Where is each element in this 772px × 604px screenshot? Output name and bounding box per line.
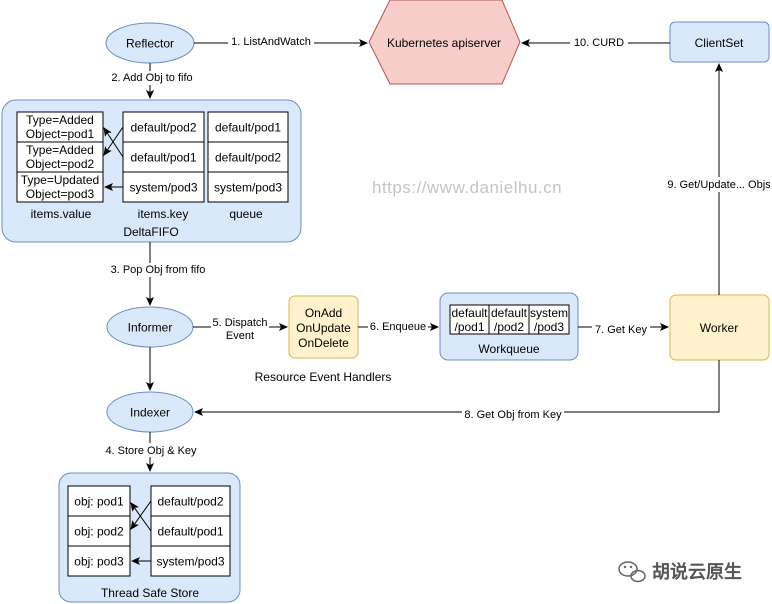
- edge-label-2: 2. Add Obj to fifo: [111, 72, 192, 84]
- store-label: Thread Safe Store: [101, 586, 199, 600]
- store-pointer-arrow: [130, 502, 152, 532]
- informer-label: Informer: [128, 321, 173, 335]
- edge-label-bg: [665, 177, 772, 192]
- store-obj-text: obj: pod1: [74, 495, 124, 509]
- worker-label: Worker: [700, 321, 738, 335]
- apiserver-label: Kubernetes apiserver: [387, 36, 501, 50]
- store-obj-text: obj: pod2: [74, 525, 124, 539]
- edge-label-5-line1: 5. Dispatch: [212, 317, 267, 329]
- reflector-label: Reflector: [126, 37, 174, 51]
- delta-queue-text: default/pod1: [215, 121, 281, 135]
- store-key-cell: [150, 515, 231, 547]
- store-key-text: system/pod3: [156, 555, 224, 569]
- edge-label-10: 10. CURD: [574, 37, 624, 49]
- store-obj-cell: [67, 515, 131, 547]
- delta-queue-text: system/pod3: [214, 181, 282, 195]
- key-pointer-arrow: [103, 126, 124, 156]
- apiserver-node: [368, 0, 521, 85]
- edge-label-bg: [228, 34, 314, 49]
- deltafifo-values-column: Type=Added Object=pod1 Type=Added Object…: [16, 111, 104, 203]
- workqueue-cells: default /pod1 default /pod2 system /pod3: [449, 304, 570, 335]
- handler-ondelete: OnDelete: [298, 336, 349, 350]
- workqueue-label: Workqueue: [478, 342, 539, 356]
- delta-key-text: system/pod3: [129, 181, 197, 195]
- edge-label-7: 7. Get Key: [595, 324, 647, 336]
- edge-label-6: 6. Enqueue: [370, 321, 426, 333]
- workqueue-cell-pod: /pod3: [534, 320, 564, 334]
- edge-label-bg: [462, 407, 564, 421]
- brand-name: 胡说云原生: [652, 561, 742, 583]
- edge-label-bg: [592, 322, 650, 336]
- edge-label-1: 1. ListAndWatch: [231, 36, 311, 48]
- store-key-cell: [150, 545, 231, 577]
- edge-label-bg: [100, 263, 216, 277]
- handler-onupdate: OnUpdate: [296, 321, 351, 335]
- delta-value-type: Type=Added: [26, 143, 94, 157]
- delta-value-object: Object=pod2: [26, 157, 95, 171]
- store-obj-cell: [67, 545, 131, 577]
- store-keys-column: default/pod2 default/pod1 system/pod3: [150, 485, 231, 577]
- edge-label-3: 3. Pop Obj from fifo: [111, 264, 206, 276]
- delta-key-cell: [122, 171, 205, 203]
- watermark-url: https://www.danielhu.cn: [372, 178, 562, 197]
- store-key-text: default/pod2: [157, 495, 223, 509]
- indexer-label: Indexer: [130, 406, 170, 420]
- edge-label-bg: [211, 315, 269, 342]
- edge-get-obj-from-key: [194, 360, 720, 416]
- delta-value-object: Object=pod1: [26, 127, 95, 141]
- edge-label-9: 9. Get/Update... Objs: [667, 179, 771, 191]
- edge-label-bg: [570, 35, 628, 50]
- deltafifo-col-values: items.value: [31, 207, 92, 221]
- workqueue-cell-ns: default: [451, 306, 488, 320]
- delta-key-cell: [122, 141, 205, 173]
- store-key-text: default/pod1: [157, 525, 223, 539]
- key-pointer-arrow: [103, 127, 124, 158]
- workqueue-cell-pod: /pod1: [454, 320, 484, 334]
- workqueue-cell: [528, 304, 570, 335]
- workqueue-cell-ns: default: [491, 306, 528, 320]
- delta-value-type: Type=Updated: [21, 173, 99, 187]
- deltafifo-queue-column: default/pod1 default/pod2 system/pod3: [207, 111, 289, 203]
- deltafifo-col-keys: items.key: [138, 207, 189, 221]
- workqueue-cell-pod: /pod2: [494, 320, 524, 334]
- edge-label-bg: [368, 319, 428, 333]
- event-handlers-caption: Resource Event Handlers: [255, 370, 392, 384]
- wechat-icon: [618, 561, 646, 583]
- deltafifo-label: DeltaFIFO: [123, 225, 178, 239]
- store-pointer-arrow: [130, 500, 152, 530]
- edge-label-bg: [108, 71, 196, 85]
- edge-label-4: 4. Store Obj & Key: [105, 445, 197, 457]
- delta-key-text: default/pod1: [130, 151, 196, 165]
- delta-value-object: Object=pod3: [26, 187, 95, 201]
- delta-key-cell: [122, 111, 205, 143]
- edge-label-5-line2: Event: [226, 330, 254, 342]
- delta-queue-text: default/pod2: [215, 151, 281, 165]
- handler-onadd: OnAdd: [305, 306, 342, 320]
- workqueue-cell: [449, 304, 490, 335]
- clientset-label: ClientSet: [695, 36, 744, 50]
- delta-queue-cell: [207, 171, 289, 203]
- edge-label-8: 8. Get Obj from Key: [464, 409, 562, 421]
- deltafifo-keys-column: default/pod2 default/pod1 system/pod3: [122, 111, 205, 203]
- store-objs-column: obj: pod1 obj: pod2 obj: pod3: [67, 485, 131, 577]
- clientset-node: [669, 21, 770, 63]
- store-obj-text: obj: pod3: [74, 555, 124, 569]
- workqueue-cell-ns: system: [530, 306, 568, 320]
- delta-value-cell: [16, 171, 104, 203]
- store-obj-cell: [67, 485, 131, 517]
- deltafifo-col-queue: queue: [229, 207, 263, 221]
- delta-key-text: default/pod2: [130, 121, 196, 135]
- delta-queue-cell: [207, 141, 289, 173]
- delta-value-type: Type=Added: [26, 113, 94, 127]
- edge-label-bg: [103, 443, 199, 457]
- delta-queue-cell: [207, 111, 289, 143]
